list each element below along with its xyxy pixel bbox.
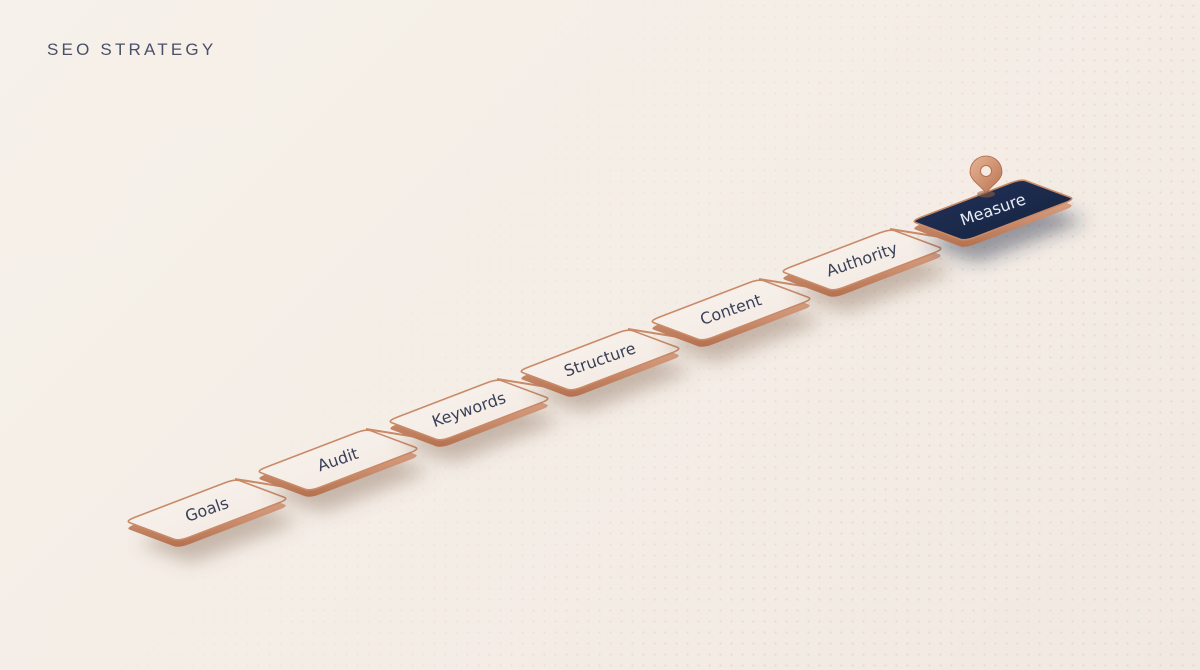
step-card-measure[interactable]: Measure xyxy=(913,179,1084,262)
step-card-authority[interactable]: Authority xyxy=(782,229,953,312)
card-face xyxy=(913,179,1073,241)
map-pin-icon xyxy=(969,155,1003,198)
page-title: SEO STRATEGY xyxy=(47,40,217,59)
pin-base xyxy=(977,190,995,198)
step-card-structure[interactable]: Structure xyxy=(520,329,691,412)
step-card-goals[interactable]: Goals xyxy=(127,479,298,562)
pin-hole xyxy=(980,165,992,177)
step-card-audit[interactable]: Audit xyxy=(258,429,429,512)
